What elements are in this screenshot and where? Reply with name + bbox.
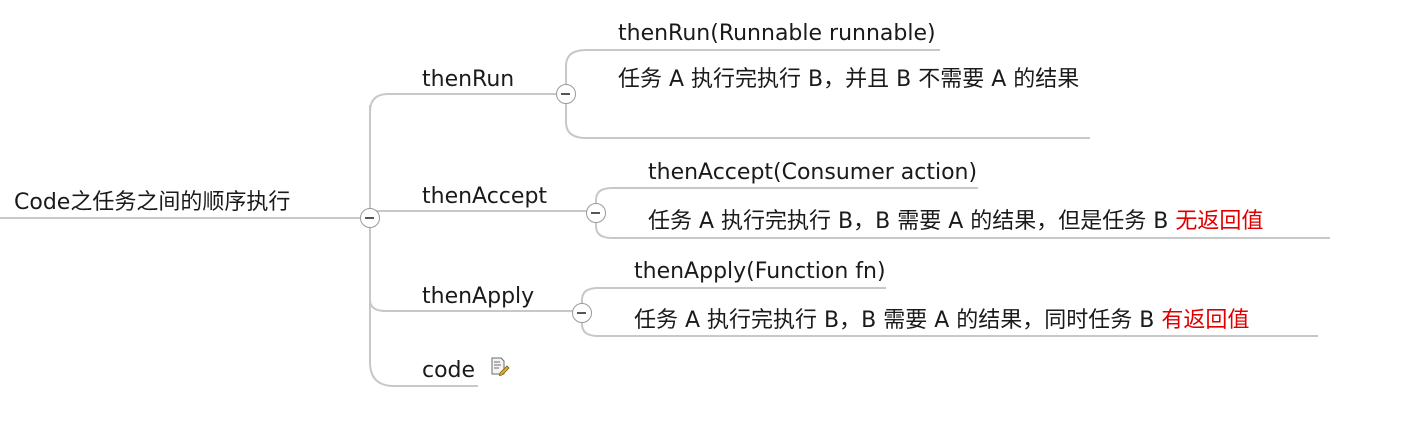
thenapply-description[interactable]: 任务 A 执行完执行 B，B 需要 A 的结果，同时任务 B 有返回值 <box>634 308 1249 334</box>
branch-thenrun-label: thenRun <box>422 67 515 92</box>
thenapply-description-text: 任务 A 执行完执行 B，B 需要 A 的结果，同时任务 B <box>634 308 1162 333</box>
thenapply-signature-text: thenApply(Function fn) <box>634 259 886 284</box>
note-edit-icon[interactable] <box>488 356 510 378</box>
branch-thenaccept-label: thenAccept <box>422 184 548 209</box>
thenaccept-collapse-button[interactable] <box>586 203 606 223</box>
branch-thenaccept[interactable]: thenAccept <box>422 184 547 210</box>
thenaccept-description-text: 任务 A 执行完执行 B，B 需要 A 的结果，但是任务 B <box>648 209 1176 234</box>
root-topic-label: Code之任务之间的顺序执行 <box>14 190 291 215</box>
thenrun-signature[interactable]: thenRun(Runnable runnable) <box>618 21 936 47</box>
branch-thenapply[interactable]: thenApply <box>422 284 534 310</box>
branch-thenapply-label: thenApply <box>422 284 535 309</box>
thenaccept-highlight: 无返回值 <box>1175 209 1264 234</box>
thenrun-description[interactable]: 任务 A 执行完执行 B，并且 B 不需要 A 的结果 <box>618 63 1086 97</box>
root-collapse-button[interactable] <box>360 208 380 228</box>
thenaccept-description[interactable]: 任务 A 执行完执行 B，B 需要 A 的结果，但是任务 B 无返回值 <box>648 209 1263 235</box>
thenapply-highlight: 有返回值 <box>1161 308 1250 333</box>
root-topic[interactable]: Code之任务之间的顺序执行 <box>14 190 290 216</box>
thenrun-description-text: 任务 A 执行完执行 B，并且 B 不需要 A 的结果 <box>618 67 1080 92</box>
thenrun-collapse-button[interactable] <box>556 84 576 104</box>
thenaccept-signature-text: thenAccept(Consumer action) <box>648 160 978 185</box>
thenapply-collapse-button[interactable] <box>572 303 592 323</box>
branch-code-label: code <box>422 358 476 383</box>
thenaccept-signature[interactable]: thenAccept(Consumer action) <box>648 160 977 186</box>
thenapply-signature[interactable]: thenApply(Function fn) <box>634 259 886 285</box>
branch-code[interactable]: code <box>422 358 475 384</box>
thenrun-signature-text: thenRun(Runnable runnable) <box>618 21 936 46</box>
branch-thenrun[interactable]: thenRun <box>422 67 514 93</box>
